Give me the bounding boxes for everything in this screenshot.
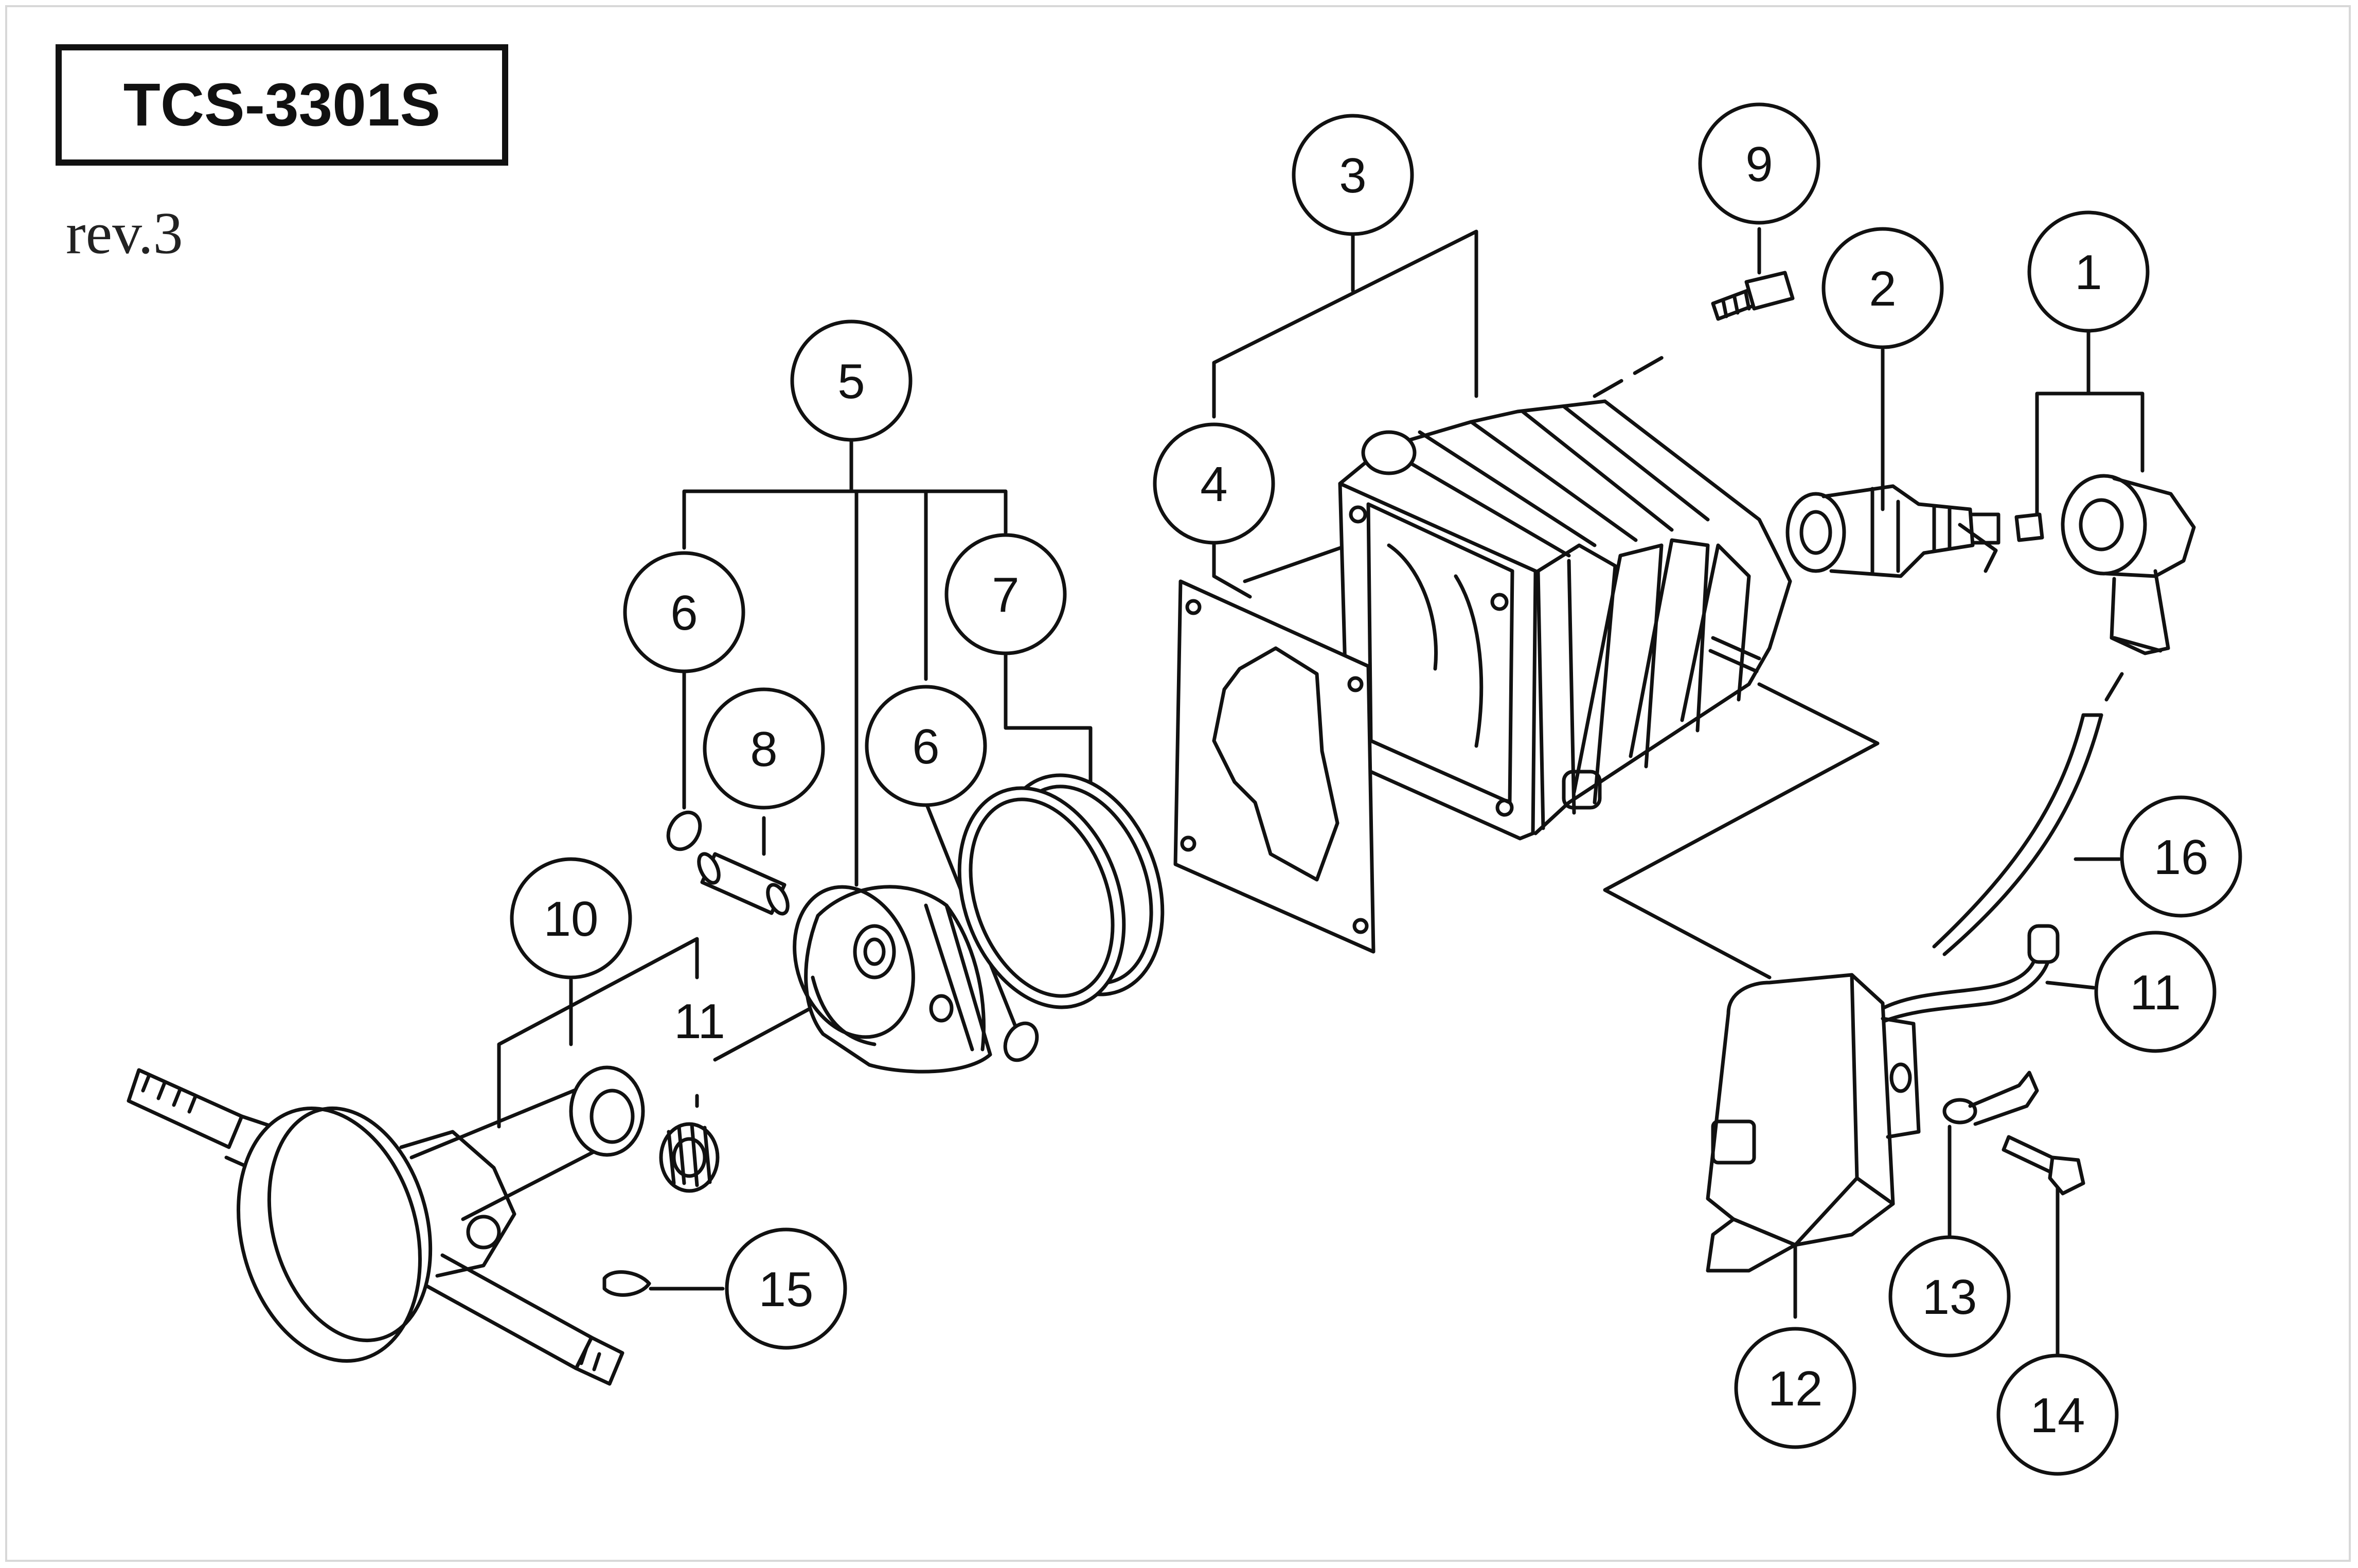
callout-16: 16	[2120, 795, 2242, 918]
svg-text:6: 6	[912, 719, 939, 774]
callout-3: 3	[1292, 114, 1414, 236]
high-tension-cord-16	[1932, 672, 2124, 956]
svg-text:12: 12	[1768, 1361, 1823, 1416]
model-number: TCS-3301S	[123, 71, 441, 139]
callout-12: 12	[1734, 1327, 1856, 1449]
gasket-4	[1173, 579, 1376, 954]
piston-pin-8	[697, 852, 790, 916]
callout-6-left: 6	[623, 551, 745, 673]
callout-7: 7	[944, 533, 1067, 655]
svg-text:5: 5	[837, 354, 865, 409]
svg-text:7: 7	[992, 567, 1019, 622]
svg-text:2: 2	[1869, 261, 1896, 316]
svg-text:13: 13	[1922, 1270, 1977, 1325]
svg-text:14: 14	[2030, 1388, 2085, 1443]
svg-text:1: 1	[2075, 245, 2102, 300]
spark-plug-2	[1785, 484, 2044, 578]
diagram-frame	[5, 5, 2351, 1562]
callout-10: 10	[510, 857, 632, 979]
callout-1: 1	[2027, 210, 2150, 333]
callout-5: 5	[790, 319, 913, 442]
leader-lines	[497, 227, 2145, 1360]
revision-label: rev.3	[66, 201, 183, 266]
callout-14: 14	[1996, 1353, 2119, 1476]
callout-2: 2	[1821, 227, 1944, 349]
svg-text:16: 16	[2154, 830, 2209, 885]
callout-9: 9	[1698, 102, 1820, 225]
cylinder-3	[1338, 399, 1792, 841]
svg-text:11: 11	[2130, 965, 2181, 1020]
model-label: TCS-3301S	[56, 44, 508, 166]
callout-4: 4	[1153, 422, 1275, 545]
bolt-9	[1711, 271, 1795, 321]
circlips-6	[666, 810, 1039, 1062]
svg-text:9: 9	[1745, 137, 1773, 192]
ignition-wire-11	[1875, 924, 2060, 1026]
woodruff-key-15	[602, 1270, 651, 1297]
screw-14	[2002, 1135, 2085, 1196]
callout-15: 15	[725, 1227, 847, 1350]
callout-6-right: 6	[865, 685, 987, 807]
callout-8: 8	[703, 687, 825, 810]
piston-rings-7	[957, 773, 1165, 1009]
spark-plug-cap-1	[2061, 474, 2196, 655]
piston-5	[793, 885, 992, 1074]
svg-text:10: 10	[544, 892, 599, 947]
svg-text:6: 6	[670, 585, 698, 640]
callout-11-wire: 11	[2094, 931, 2217, 1053]
svg-text:4: 4	[1200, 457, 1227, 512]
callout-13: 13	[1888, 1235, 2011, 1358]
svg-text:15: 15	[759, 1262, 814, 1317]
svg-text:3: 3	[1339, 148, 1366, 203]
crankshaft-10	[127, 1065, 645, 1386]
terminal-13	[1942, 1071, 2039, 1126]
needle-bearing-11	[659, 1122, 720, 1193]
callout-circles: 1 2 3 4 5 6 6 7 8 9 10 11 11 12 13 14 15…	[510, 102, 2242, 1476]
svg-text:8: 8	[750, 722, 777, 777]
ignition-coil-12	[1706, 973, 1921, 1273]
callout-11-needle-bearing: 11	[674, 994, 725, 1049]
